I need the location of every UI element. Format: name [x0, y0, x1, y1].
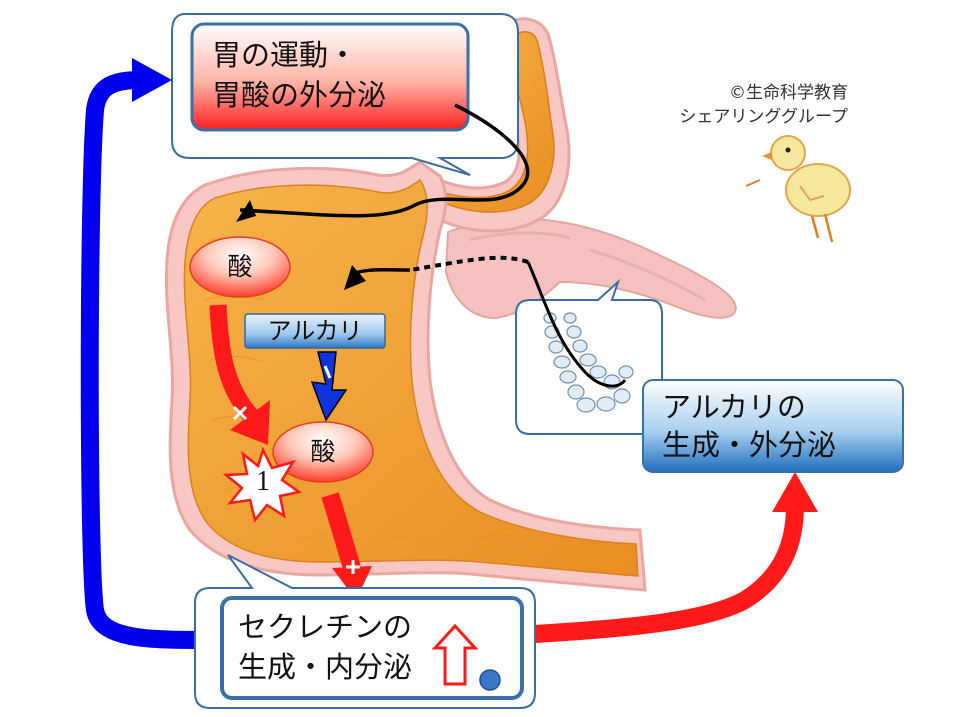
acid-mid-label: 酸: [310, 437, 336, 466]
alkali-tag-label: アルカリ: [267, 317, 363, 345]
acid-top-pill: [189, 236, 291, 298]
plus-sign: [346, 560, 360, 574]
acid-flow-arrow-1: [209, 304, 262, 427]
secretin-to-alkali-arrow: [499, 504, 804, 645]
stomach-callout: [171, 13, 519, 176]
neutralize-arrow: [310, 351, 348, 422]
acid-top-label: 酸: [227, 252, 253, 281]
secretin-callout: [194, 554, 536, 709]
secretin-to-alkali-arrowhead: [772, 472, 818, 512]
secretin-granule-icon: [479, 669, 501, 691]
stomach-box: [190, 22, 470, 132]
alkali-box-line2: 生成・外分泌: [662, 428, 837, 462]
acid-flow-arrowhead-1: [230, 400, 270, 445]
acid-path-line: [239, 103, 530, 218]
minus-sign-1: [232, 405, 248, 421]
starburst: [222, 446, 303, 523]
acid-flow-arrowhead-2: [332, 566, 372, 600]
feedback-arrowhead: [132, 58, 172, 102]
acinus-cells: [543, 312, 634, 413]
alkali-path-arrowhead: [344, 265, 366, 290]
credit-line1: ©生命科学教育: [729, 83, 848, 103]
alkali-path-dotted: [409, 255, 529, 272]
alkali-tag-box: [244, 313, 386, 349]
secretin-box-line2: 生成・内分泌: [238, 650, 413, 684]
feedback-arrow: [80, 71, 211, 649]
alkali-box: [642, 379, 904, 473]
chick-doodle: [745, 135, 851, 243]
alkali-box-line1: アルカリの: [662, 390, 806, 424]
neutralize-minus: [323, 365, 332, 379]
pancreas: [444, 217, 737, 320]
acid-mid-pill: [272, 421, 374, 483]
acid-flow-arrow-2: [321, 492, 361, 571]
acid-path-arrowhead: [236, 200, 256, 222]
secretin-box-line1: セクレチンの: [238, 610, 413, 644]
up-arrow-icon: [431, 623, 479, 686]
stomach-box-line1: 胃の運動・: [212, 38, 358, 72]
credit-line2: シェアリンググループ: [679, 107, 848, 127]
starburst-label: 1: [256, 466, 270, 497]
stomach-box-line2: 胃酸の外分泌: [212, 78, 387, 112]
